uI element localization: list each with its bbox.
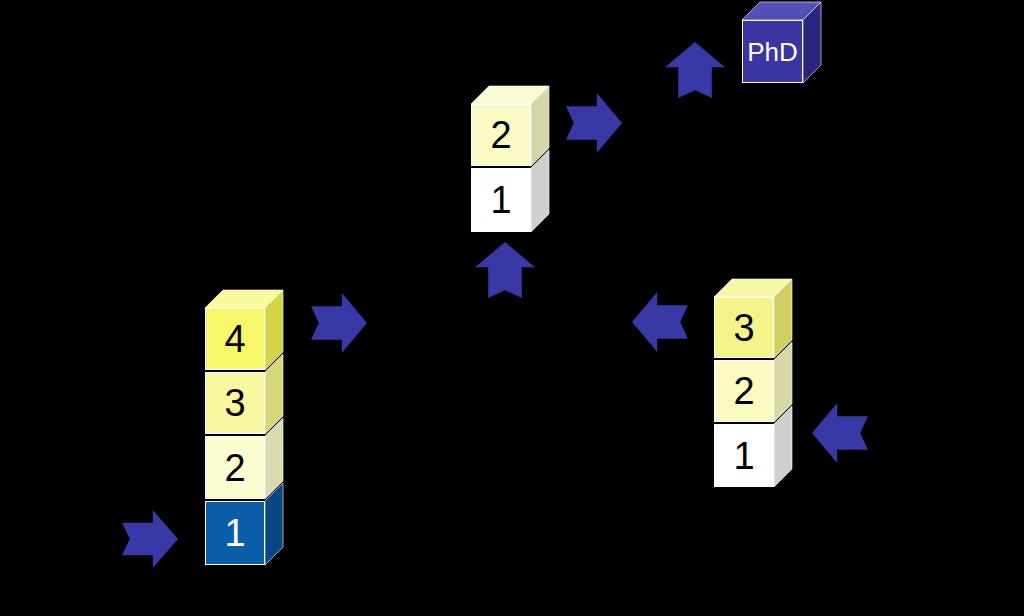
- cube-label: 1: [224, 514, 245, 552]
- cube-label: 2: [224, 449, 245, 487]
- cube-block: 2: [714, 360, 774, 422]
- cube-block: PhD: [742, 20, 803, 83]
- cube-label: PhD: [747, 39, 798, 65]
- block-arrow: [812, 403, 868, 463]
- cube-block: 2: [471, 104, 531, 166]
- block-arrow: [122, 510, 178, 568]
- cube-side-face: [265, 483, 283, 565]
- block-arrow: [311, 293, 367, 353]
- cube-top-face: [205, 290, 283, 308]
- block-arrow: [475, 242, 535, 298]
- cube-label: 3: [224, 384, 245, 422]
- cube-side-face: [774, 406, 792, 487]
- cube-label: 3: [733, 309, 754, 347]
- block-arrow: [632, 292, 688, 352]
- cube-block: 3: [714, 297, 774, 358]
- cube-top-face: [471, 86, 549, 104]
- cube-block: 1: [205, 501, 265, 565]
- cube-label: 1: [733, 437, 754, 475]
- cube-block: 3: [205, 372, 265, 434]
- block-arrow: [665, 42, 725, 98]
- cube-label: 1: [490, 181, 511, 219]
- cube-label: 2: [490, 116, 511, 154]
- cube-top-face: [742, 2, 821, 20]
- cube-block: 1: [471, 168, 531, 232]
- cube-block: 4: [205, 308, 265, 370]
- cube-side-face: [531, 150, 549, 232]
- cube-block: 2: [205, 436, 265, 499]
- block-arrow: [566, 93, 622, 153]
- cube-label: 2: [733, 372, 754, 410]
- cube-block: 1: [714, 424, 774, 487]
- cube-top-face: [714, 279, 792, 297]
- cube-label: 4: [224, 320, 245, 358]
